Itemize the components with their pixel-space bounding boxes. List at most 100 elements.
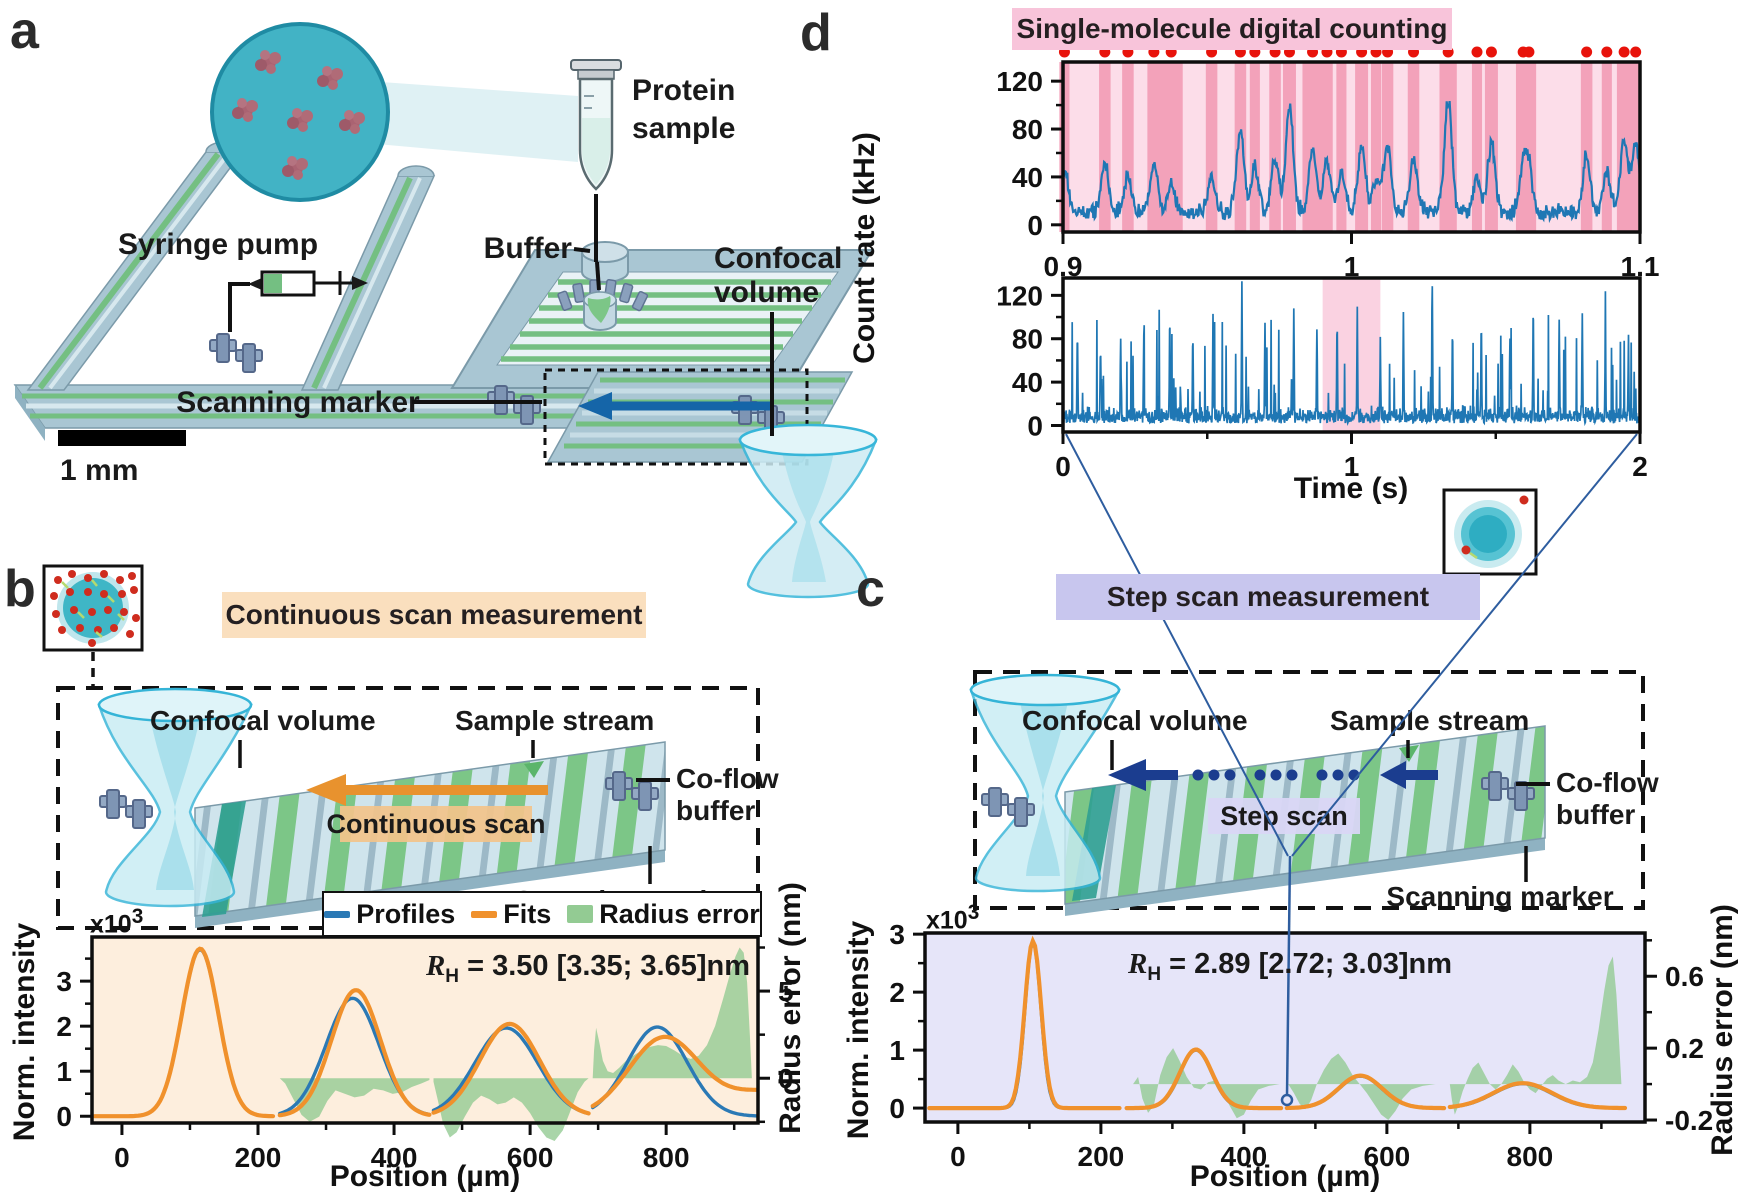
panel-a: a: [10, 2, 878, 599]
fits-curve: [1124, 1047, 1284, 1111]
molecule-event-band: [1336, 62, 1347, 232]
panel-a-letter: a: [10, 2, 40, 60]
confocal-volume-icon-b: [97, 687, 253, 908]
connector-line: [1065, 433, 1289, 857]
count-rate-trace: [1063, 281, 1640, 427]
confocal-volume-label: Confocal: [714, 242, 842, 275]
chart-b-annotation: RH = 3.50 [3.35; 3.65]nm: [425, 950, 750, 987]
scale-label: 1 mm: [60, 454, 138, 487]
tick-label: 1: [1344, 251, 1360, 282]
molecule-detected-dot: [1581, 46, 1593, 58]
single-molecule-inset: [1442, 488, 1538, 576]
molecule-event-band: [1249, 62, 1260, 232]
fits-curve: [927, 935, 1122, 1111]
molecule-event-band: [1282, 62, 1296, 232]
protein-sample-label: Protein: [632, 74, 735, 107]
panel-c-letter: c: [856, 560, 885, 618]
step-scan-label: Step scan: [1220, 801, 1348, 831]
d-ylabel: Count rate (kHz): [848, 132, 881, 364]
confocal-volume-icon-c: [969, 673, 1122, 893]
chart-c-annotation: RH = 2.89 [2.72; 3.03]nm: [1127, 948, 1453, 985]
tick-label: 0: [778, 1063, 794, 1094]
panel-d-header: Single-molecule digital counting: [1012, 8, 1452, 50]
radius-error-area: [592, 947, 752, 1079]
b-y2label: Radius error (nm): [774, 882, 807, 1134]
tick-label: 1: [56, 1056, 72, 1087]
scanning-marker-label: Scanning marker: [176, 386, 420, 419]
fits-curve: [277, 988, 432, 1118]
legend-radius-error: Radius error: [567, 899, 760, 930]
buffer-label: Buffer: [484, 232, 573, 265]
sample-stream-notch: [524, 761, 544, 778]
tick-label: 40: [1012, 367, 1043, 398]
molecule-event-band: [1269, 62, 1281, 232]
scan-direction-arrowhead: [578, 392, 612, 420]
tick-label: 80: [1012, 114, 1043, 145]
radius-error-area: [279, 1078, 430, 1122]
tick-label: 200: [235, 1142, 282, 1173]
molecule-event-band: [1147, 62, 1161, 232]
b-xlabel: Position (µm): [330, 1160, 521, 1193]
syringe-pump-icon: [228, 270, 368, 332]
chart-b-legend: Profiles Fits Radius error: [322, 891, 762, 937]
panel-d-letter: d: [800, 4, 832, 62]
continuous-scan-arrowhead: [306, 774, 346, 806]
radius-error-swatch: [567, 905, 594, 923]
fits-swatch: [471, 910, 498, 918]
molecule-dots: [50, 570, 140, 647]
molecule-event-band: [1616, 62, 1632, 232]
sample-stream-label-b: Sample stream: [455, 705, 654, 736]
tick-label: 400: [371, 1142, 418, 1173]
molecule-event-band: [1321, 62, 1333, 232]
tick-label: 0: [950, 1141, 966, 1172]
radius-error-area: [1133, 1048, 1280, 1119]
molecule-detected-dot: [1523, 46, 1535, 58]
plot-frame: [90, 935, 760, 1125]
tick-label: 120: [996, 66, 1043, 97]
molecule-detected-dot: [1601, 46, 1613, 58]
molecule-event-band: [1407, 62, 1420, 232]
confocal-volume-label-c: Confocal volume: [1022, 705, 1248, 736]
legend-fits: Fits: [471, 899, 551, 930]
zoom-connectors: [1065, 433, 1638, 1107]
tick-label: 3: [56, 966, 72, 997]
tick-label: 2: [56, 1011, 72, 1042]
tick-label: 80: [1012, 324, 1043, 355]
sample-tube-icon: [570, 59, 622, 191]
tick-label: 0: [1027, 210, 1043, 241]
panel-c-dashed-box: [973, 670, 1645, 910]
tick-label: 0: [889, 1093, 905, 1124]
measurement-point-marker: [1280, 1093, 1294, 1107]
confocal-volume-icon: [738, 423, 878, 599]
scale-bar: [58, 430, 186, 446]
continuous-scan-label-bg: [340, 806, 532, 842]
molecule-event-band: [1159, 62, 1183, 232]
tick-label: 600: [1364, 1141, 1411, 1172]
panel-b: b: [4, 560, 807, 1193]
fits-curve: [92, 946, 276, 1119]
scan-region-dashed-box: [543, 368, 809, 466]
molecule-event-band: [1580, 62, 1593, 232]
count-rate-trace: [1063, 100, 1640, 224]
b-ylabel: Norm. intensity: [8, 923, 41, 1142]
tick-label: 0: [1055, 451, 1071, 482]
molecule-detected-dot: [1471, 46, 1483, 58]
tick-label: 0: [56, 1101, 72, 1132]
fits-curve: [1284, 1073, 1447, 1111]
tick-label: 0: [1027, 410, 1043, 441]
buffer-inlet: [581, 241, 629, 283]
coflow-buffer-label-c: Co-flow: [1556, 767, 1659, 798]
tick-label: 400: [1221, 1141, 1268, 1172]
chart-c-multiplier: x103: [926, 901, 980, 935]
sample-stream-label-c: Sample stream: [1330, 705, 1529, 736]
fits-curve: [1447, 1081, 1628, 1111]
profiles-swatch: [324, 910, 351, 918]
c-xlabel: Position (µm): [1190, 1160, 1381, 1193]
panel-c: c Step scan Confocal volume Samp: [842, 488, 1739, 1193]
panel-c-header: Step scan measurement: [1056, 574, 1480, 620]
